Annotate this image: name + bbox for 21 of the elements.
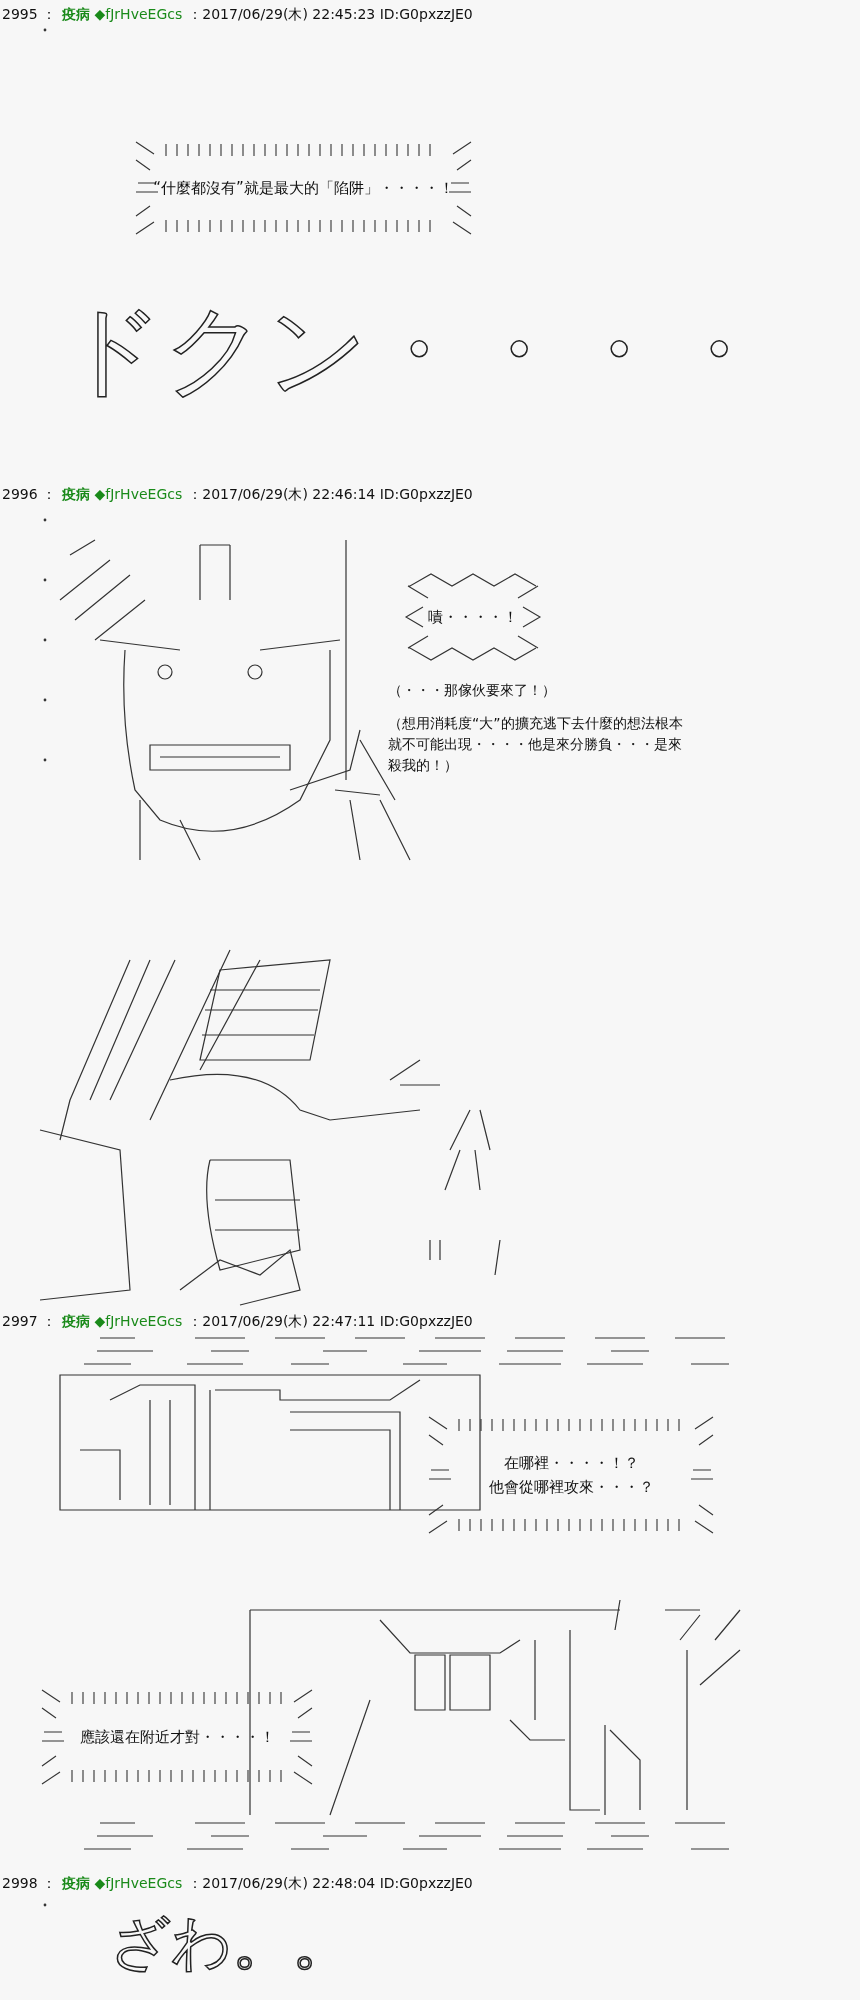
sound-effect-text: ざわ。。 xyxy=(110,1912,352,1972)
poster-name: 疫病 ◆fJrHveEGcs xyxy=(62,1313,183,1331)
poster-name: 疫病 ◆fJrHveEGcs xyxy=(62,6,183,24)
post-date-id: ：2017/06/29(木) 22:48:04 ID:G0pxzzJE0 xyxy=(188,1875,473,1893)
thought-text: （想用消耗度“大”的擴充逃下去什麼的想法根本就不可能出現・・・・他是來分勝負・・・是來殺我的！） xyxy=(388,714,684,775)
poster-name: 疫病 ◆fJrHveEGcs xyxy=(62,1875,183,1893)
speech-text: 在哪裡・・・・！？ xyxy=(503,1453,639,1474)
post-date-id: ：2017/06/29(木) 22:46:14 ID:G0pxzzJE0 xyxy=(188,486,473,504)
speech-text: “什麼都沒有”就是最大的「陷阱」・・・・！ xyxy=(153,178,454,199)
speech-text: 應該還在附近才對・・・・！ xyxy=(79,1727,275,1748)
poster-name: 疫病 ◆fJrHveEGcs xyxy=(62,486,183,504)
post-number: 2996 ： xyxy=(2,486,57,504)
thought-text: （・・・那傢伙要來了！） xyxy=(388,681,557,700)
post-number: 2998 ： xyxy=(2,1875,57,1893)
sound-effect-text: ドクン・・・・ xyxy=(62,300,768,400)
post-number: 2995 ： xyxy=(2,6,57,24)
post-number: 2997 ： xyxy=(2,1313,57,1331)
speech-text: 他會從哪裡攻來・・・？ xyxy=(488,1477,654,1498)
post-date-id: ：2017/06/29(木) 22:45:23 ID:G0pxzzJE0 xyxy=(188,6,473,24)
speech-text: 嘖・・・・！ xyxy=(428,607,518,628)
post-date-id: ：2017/06/29(木) 22:47:11 ID:G0pxzzJE0 xyxy=(188,1313,473,1331)
